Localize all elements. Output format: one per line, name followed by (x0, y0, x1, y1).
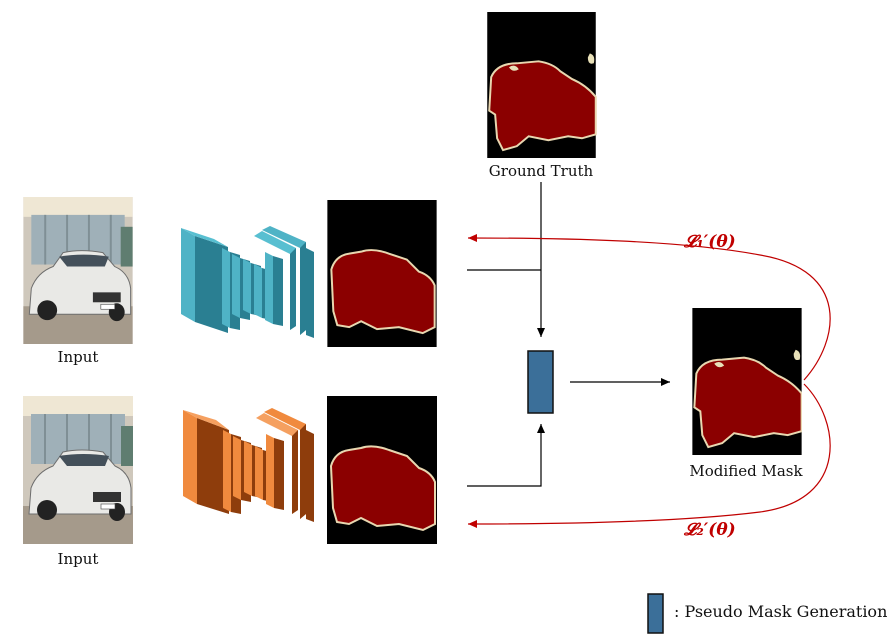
loss-arrow-top (467, 234, 831, 381)
flow-arrows (467, 182, 670, 487)
input-image-bottom (23, 396, 133, 544)
input-image-top (23, 197, 133, 344)
arrow-bottom-prediction-to-block (467, 424, 545, 487)
network-top (181, 226, 314, 338)
network-bottom (183, 408, 314, 522)
input-label-top: Input (58, 348, 99, 366)
ground-truth-mask (486, 12, 597, 158)
loss-2-label: 𝓛₂′(𝜽) (683, 520, 736, 540)
legend-label: : Pseudo Mask Generation (674, 602, 887, 621)
modified-mask-label: Modified Mask (689, 462, 803, 480)
prediction-mask-bottom (327, 396, 437, 544)
legend-swatch (647, 593, 664, 634)
prediction-mask-top (327, 200, 437, 347)
input-label-bottom: Input (58, 550, 99, 568)
modified-mask (692, 308, 802, 455)
pseudo-mask-block (527, 350, 554, 414)
loss-arrow-bottom (467, 383, 831, 528)
ground-truth-label: Ground Truth (489, 162, 594, 180)
loss-1-label: 𝓛₁′(𝜽) (683, 232, 736, 252)
loss-arrows (467, 234, 831, 528)
